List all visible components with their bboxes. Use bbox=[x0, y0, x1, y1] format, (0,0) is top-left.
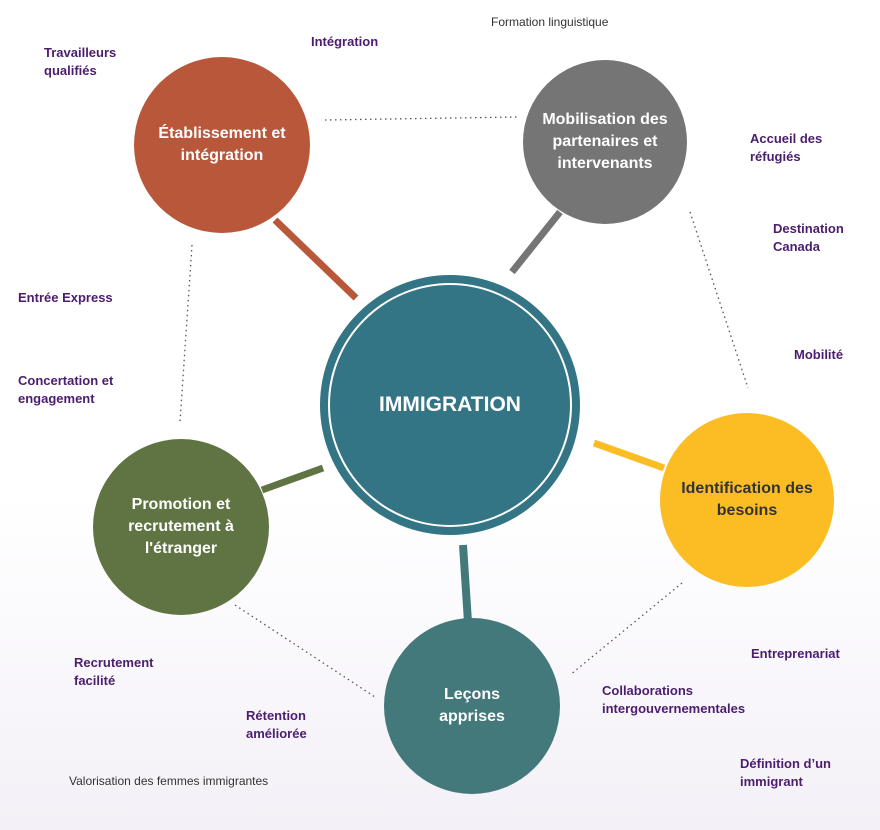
connector-promotion bbox=[260, 464, 325, 494]
tag-destination: Destination Canada bbox=[773, 221, 844, 254]
node-mobilisation: Mobilisation des partenaires et interven… bbox=[523, 60, 687, 224]
tag-recrutement: Recrutement facilité bbox=[74, 655, 154, 688]
connector-identification bbox=[592, 439, 666, 472]
tag-definition: Définition d’un immigrant bbox=[740, 756, 831, 789]
node-identification: Identification des besoins bbox=[660, 413, 834, 587]
connector-lecons bbox=[459, 544, 472, 623]
tag-mobilite: Mobilité bbox=[794, 347, 844, 362]
node-promotion: Promotion et recrutement à l'étranger bbox=[93, 439, 269, 615]
text-formation: Formation linguistique bbox=[491, 15, 609, 29]
tag-concertation: Concertation et engagement bbox=[18, 373, 114, 406]
center-node: IMMIGRATION bbox=[320, 275, 580, 535]
node-lecons: Leçons apprises bbox=[384, 618, 560, 794]
connector-mobilisation bbox=[509, 209, 563, 275]
connector-etablissement bbox=[272, 217, 359, 301]
tag-accueil: Accueil des réfugiés bbox=[750, 131, 823, 164]
tag-retention: Rétention améliorée bbox=[246, 708, 307, 741]
node-etablissement: Établissement et intégration bbox=[134, 57, 310, 233]
tag-integration: Intégration bbox=[311, 34, 379, 49]
dotted-links bbox=[179, 116, 749, 698]
tag-entree-express: Entrée Express bbox=[18, 290, 113, 305]
tag-collaborations: Collaborations intergouvernementales bbox=[602, 683, 746, 716]
text-valorisation: Valorisation des femmes immigrantes bbox=[69, 774, 269, 788]
tag-travailleurs: Travailleurs qualifiés bbox=[44, 45, 117, 78]
tag-entreprenariat: Entreprenariat bbox=[751, 646, 840, 661]
